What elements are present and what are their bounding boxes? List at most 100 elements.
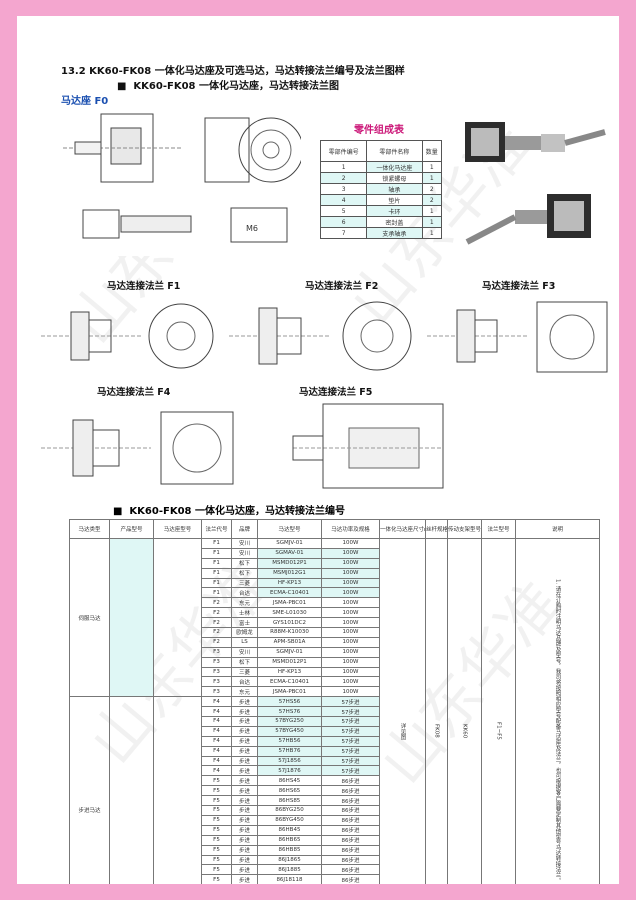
power-cell: 86步进 <box>321 824 380 836</box>
header-flange-type: 法兰型号 <box>481 519 516 539</box>
motor-model-cell: R88M-K10030 <box>257 627 322 638</box>
brand-cell: 三菱 <box>231 577 258 589</box>
power-cell: 86步进 <box>321 864 380 876</box>
motor-seat-f0-label: 马达座 F0 <box>61 96 109 107</box>
motor-model-cell: SGMAV-01 <box>257 547 322 559</box>
flange-code-cell: F4 <box>201 696 232 708</box>
header-power: 马达功率及规格 <box>321 519 380 539</box>
header-support: 传动支架型号 <box>447 519 482 539</box>
power-cell: 100W <box>321 627 380 638</box>
motor-model-cell: 86HS85 <box>257 795 322 807</box>
motor-model-cell: 86HB65 <box>257 834 322 846</box>
power-cell: 100W <box>321 547 380 559</box>
power-cell: 86步进 <box>321 844 380 856</box>
section-title: 13.2 KK60-FK08 一体化马达座及可选马达，马达转接法兰编号及法兰图样 <box>61 66 405 77</box>
motor-model-cell: 57HB76 <box>257 745 322 757</box>
power-cell: 57步进 <box>321 735 380 747</box>
parts-table-caption: 零件组成表 <box>354 125 404 136</box>
parts-header-no: 零部件编号 <box>319 140 368 162</box>
motor-model-cell: 86HB45 <box>257 824 322 836</box>
code-table-caption: ■ KK60-FK08 一体化马达座，马达转接法兰编号 <box>113 506 345 517</box>
flange-f2-drawing <box>229 301 412 371</box>
motor-model-cell: MSMD012P1 <box>257 557 322 569</box>
power-cell: 86步进 <box>321 874 380 884</box>
motor-model-cell: ECMA-C10401 <box>257 587 322 599</box>
motor-model-cell: 57HS76 <box>257 706 322 718</box>
power-cell: 100W <box>321 557 380 569</box>
power-cell: 86步进 <box>321 775 380 787</box>
brand-cell: 步进 <box>231 854 258 866</box>
brand-cell: 步进 <box>231 696 258 708</box>
motor-model-cell: 86HB85 <box>257 844 322 856</box>
motor-model-cell: 57BYG250 <box>257 716 322 727</box>
flange-code-table: 马达类型 产品型号 马达座型号 法兰代号 品牌 马达型号 马达功率及规格 一体化… <box>69 519 600 884</box>
flange-code-cell: F2 <box>201 597 232 609</box>
power-cell: 100W <box>321 577 380 589</box>
power-cell: 100W <box>321 617 380 629</box>
motor-model-cell: JSMA-PBC01 <box>257 686 322 698</box>
motor-model-cell: 86BYG250 <box>257 805 322 816</box>
flange-f5-label: 马达连接法兰 F5 <box>299 387 373 398</box>
flange-code-cell: F5 <box>201 854 232 866</box>
dimension-cell: 详见图 <box>379 538 426 884</box>
flange-code-cell: F5 <box>201 824 232 836</box>
svg-text:M6: M6 <box>246 224 258 233</box>
flange-code-cell: F1 <box>201 557 232 569</box>
flange-code-cell: F5 <box>201 795 232 807</box>
motor-model-cell: JSMA-PBC01 <box>257 597 322 609</box>
motor-model-cell: 86HS65 <box>257 785 322 797</box>
flange-code-cell: F5 <box>201 834 232 846</box>
flange-code-cell: F5 <box>201 814 232 826</box>
motor-model-cell: ECMA-C10401 <box>257 676 322 688</box>
catalog-page: 山东华准 山东华准 山东华准 山东华准 13.2 KK60-FK08 一体化马达… <box>17 16 619 884</box>
header-brand: 品牌 <box>231 519 258 539</box>
motor-model-cell: SGMJV-01 <box>257 646 322 658</box>
power-cell: 86步进 <box>321 795 380 807</box>
brand-cell: 欧姆龙 <box>231 627 258 638</box>
header-motor-type: 马达类型 <box>69 519 110 539</box>
brand-cell: 富士 <box>231 617 258 629</box>
flange-f5-drawing <box>292 403 444 489</box>
motor-model-cell: HF-KP13 <box>257 577 322 589</box>
header-dimension: 一体化马达座尺寸mm <box>379 519 426 539</box>
flange-code-cell: F5 <box>201 874 232 884</box>
brand-cell: 松下 <box>231 567 258 579</box>
motor-group-servo: 伺服马达 <box>69 537 110 698</box>
header-note: 说明 <box>515 519 600 539</box>
seat-model-cell <box>153 537 202 698</box>
header-flange-code: 法兰代号 <box>201 519 232 539</box>
power-cell: 57步进 <box>321 725 380 737</box>
power-cell: 100W <box>321 656 380 668</box>
flange-code-cell: F1 <box>201 587 232 599</box>
motor-model-cell: 86J18118 <box>257 874 322 884</box>
motor-model-cell: MSMD012P1 <box>257 656 322 668</box>
motor-model-cell: 86J1885 <box>257 864 322 876</box>
power-cell: 100W <box>321 666 380 678</box>
power-cell: 57步进 <box>321 716 380 727</box>
power-cell: 86步进 <box>321 785 380 797</box>
flange-f1-label: 马达连接法兰 F1 <box>107 281 181 292</box>
flange-code-cell: F3 <box>201 656 232 668</box>
motor-model-cell: APM-SB01A <box>257 636 322 648</box>
brand-cell: 安川 <box>231 547 258 559</box>
brand-cell: 步进 <box>231 864 258 876</box>
brand-cell: 步进 <box>231 755 258 767</box>
header-product-model: 产品型号 <box>109 519 154 539</box>
flange-code-cell: F4 <box>201 765 232 777</box>
power-cell: 57步进 <box>321 765 380 777</box>
parts-header-qty: 数量 <box>421 140 443 162</box>
flange-code-cell: F4 <box>201 706 232 718</box>
brand-cell: 步进 <box>231 874 258 884</box>
motor-model-cell: MSMJ012G1 <box>257 567 322 579</box>
